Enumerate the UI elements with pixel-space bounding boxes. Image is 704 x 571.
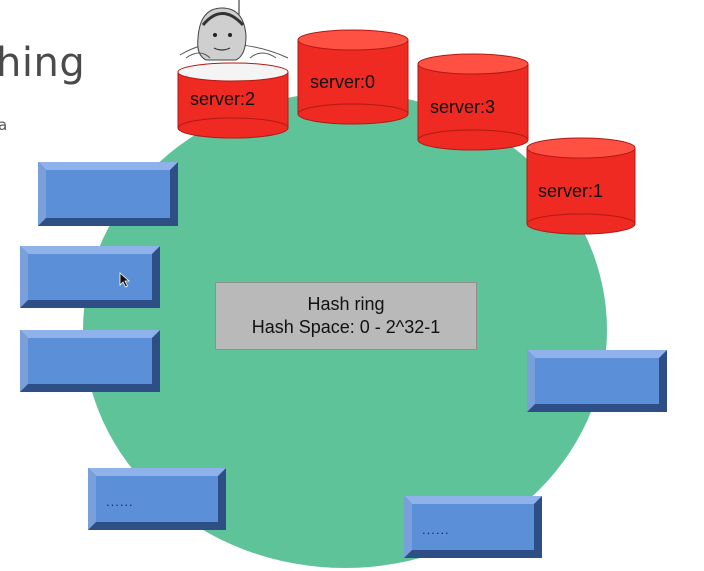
thinking-person-sketch xyxy=(179,0,289,61)
server-label-3: server:3 xyxy=(430,97,496,117)
server-cylinder-3 xyxy=(417,53,529,151)
data-block-4 xyxy=(527,350,667,412)
server-label-1: server:1 xyxy=(538,181,604,201)
slide-subtitle: a xyxy=(0,116,8,134)
data-block-2 xyxy=(20,246,160,308)
mouse-pointer-icon xyxy=(119,272,131,288)
server-cylinder-2 xyxy=(177,62,289,139)
block-label-ellipsis-2: ...... xyxy=(422,522,450,537)
data-block-5 xyxy=(88,468,226,530)
server-cylinder-1 xyxy=(526,137,636,235)
slide-title: hing xyxy=(0,40,86,86)
data-block-6 xyxy=(404,496,542,558)
block-label-ellipsis-1: ...... xyxy=(106,494,134,509)
hash-ring-title: Hash ring xyxy=(307,294,385,314)
data-block-3 xyxy=(20,330,160,392)
server-label-0: server:0 xyxy=(310,72,376,92)
hash-space-text: Hash Space: 0 - 2^32-1 xyxy=(251,317,441,337)
hash-ring-label-box: Hash ring Hash Space: 0 - 2^32-1 xyxy=(215,282,477,350)
server-label-2: server:2 xyxy=(190,89,256,109)
server-cylinder-0 xyxy=(297,29,409,125)
data-block-1 xyxy=(38,162,178,226)
